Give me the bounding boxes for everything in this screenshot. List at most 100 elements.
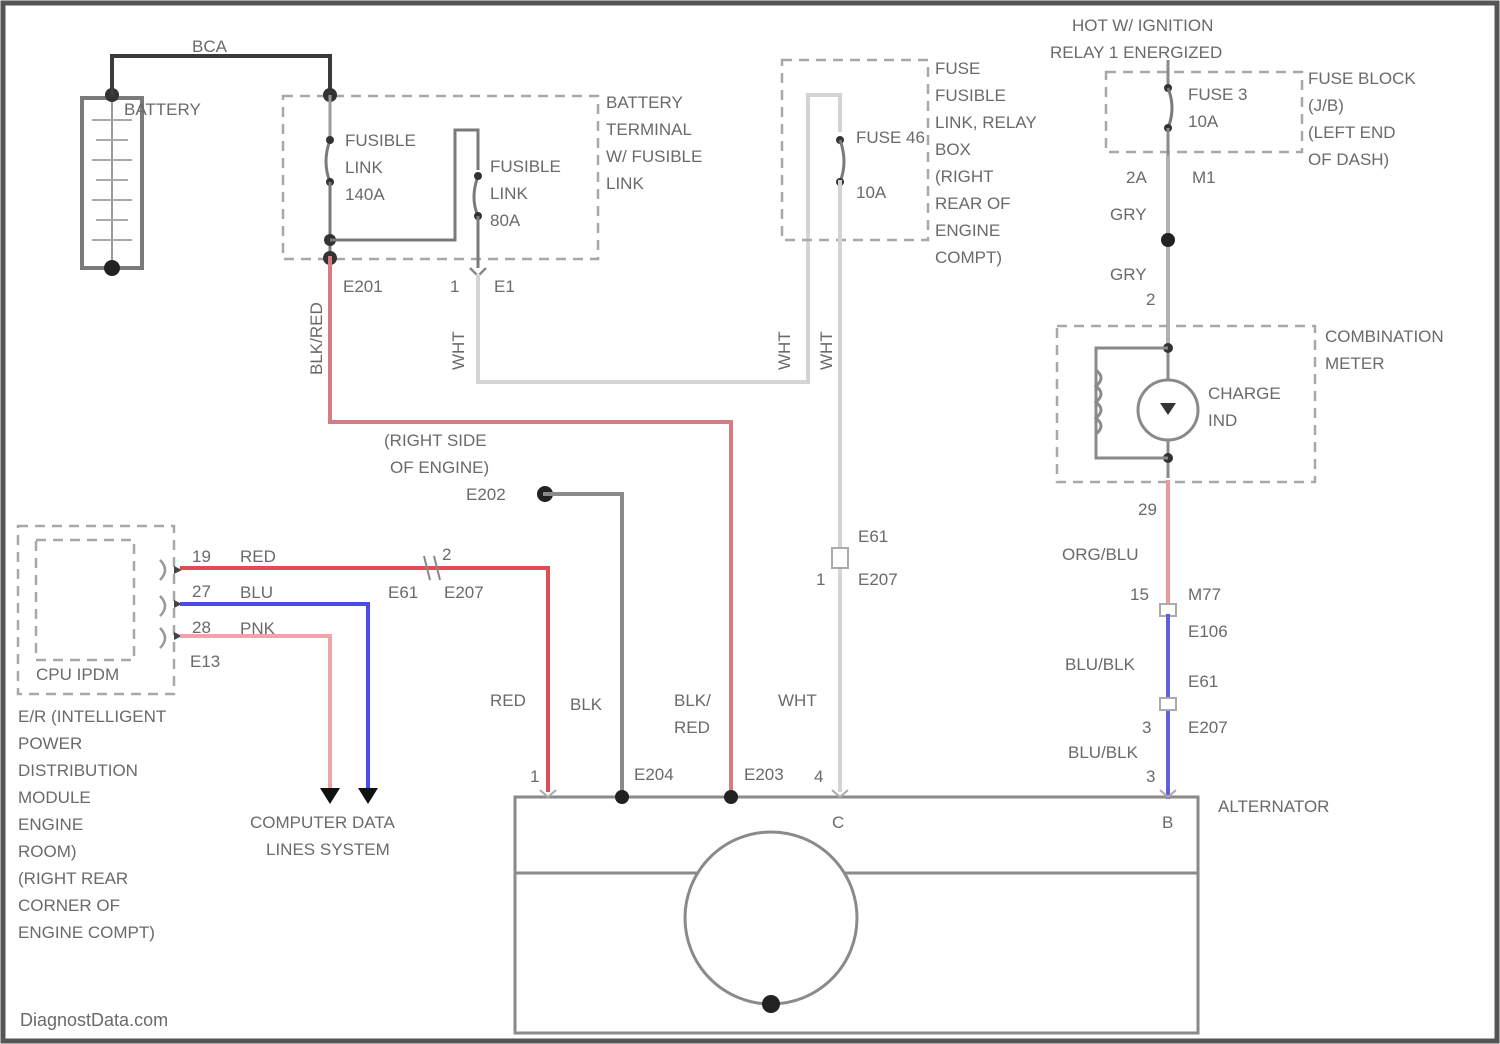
conn-m1: M1 [1192,168,1216,187]
conn-pin29: 29 [1138,500,1157,519]
conn-e61-right: E61 [858,527,888,546]
rse-line1: (RIGHT SIDE [384,431,487,450]
ipdm-desc-5: ENGINE [18,815,83,834]
ipdm-cpu-label: CPU IPDM [36,665,119,684]
connector-e61-right [832,548,848,568]
fblock-line4: OF DASH) [1308,150,1389,169]
conn-e207-lower-num: 3 [1142,718,1151,737]
conn-m77: M77 [1188,585,1221,604]
fl80-line3: 80A [490,211,521,230]
wire-blk-ground [545,494,622,797]
cdl-line1: COMPUTER DATA [250,813,395,832]
conn-pin19: 19 [192,547,211,566]
conn-e201: E201 [343,277,383,296]
conn-e61-left: E61 [388,583,418,602]
wire-label-blublk-2: BLU/BLK [1068,743,1139,762]
alternator-body [515,790,1198,1033]
fblock-line1: FUSE BLOCK [1308,69,1416,88]
charge-indicator-symbol [1096,343,1198,478]
wire-label-gry-upper: GRY [1110,205,1147,224]
alt-pin-b: B [1162,813,1173,832]
fuse46-label: FUSE 46 [856,128,925,147]
rse-line2: OF ENGINE) [390,458,489,477]
bt-line3: W/ FUSIBLE [606,147,702,166]
fusible-link-140a-symbol [323,88,337,265]
wire-label-red-19: RED [240,547,276,566]
ipdm-desc-9: ENGINE COMPT) [18,923,155,942]
wire-red-19 [182,568,548,790]
conn-alt-e204: E204 [634,765,674,784]
watermark: DiagnostData.com [20,1010,168,1030]
ipdm-inner-box [36,540,134,660]
conn-e106: E106 [1188,622,1228,641]
wire-label-blublk-1: BLU/BLK [1065,655,1136,674]
conn-alt-pin4: 4 [814,767,823,786]
wire-blk-red-main [330,258,731,797]
wire-label-wht-alt: WHT [778,691,817,710]
fuse-relay-box [782,60,928,240]
wire-label-wht-right: WHT [817,331,836,370]
hot-ign-line1: HOT W/ IGNITION [1072,16,1213,35]
fl80-line1: FUSIBLE [490,157,561,176]
conn-m77-num: 15 [1130,585,1149,604]
fuse3-rating: 10A [1188,112,1219,131]
conn-e207-lower: E207 [1188,718,1228,737]
fl140-line2: LINK [345,158,383,177]
wire-label-wht-left: WHT [775,331,794,370]
conn-e1-num: 1 [450,277,459,296]
fl140-line3: 140A [345,185,385,204]
hot-ign-line2: RELAY 1 ENERGIZED [1050,43,1222,62]
fblock-line3: (LEFT END [1308,123,1396,142]
conn-pin27: 27 [192,582,211,601]
fuse-3-symbol [1164,60,1172,158]
ipdm-desc-2: POWER [18,734,82,753]
conn-alt-e203: E203 [744,765,784,784]
wire-label-wht-e1: WHT [449,331,468,370]
bt-line2: TERMINAL [606,120,692,139]
conn-alt-pin1: 1 [530,767,539,786]
battery-label: BATTERY [124,100,201,119]
conn-e207-right-num: 1 [816,570,825,589]
ipdm-pins [160,560,182,648]
fblock-line2: (J/B) [1308,96,1344,115]
fuse46-rating: 10A [856,183,887,202]
fl140-line1: FUSIBLE [345,131,416,150]
fl80-line2: LINK [490,184,528,203]
conn-2a: 2A [1126,168,1147,187]
fbox-line5: (RIGHT [935,167,994,186]
ipdm-desc-4: MODULE [18,788,91,807]
charge-line1: CHARGE [1208,384,1281,403]
fbox-line4: BOX [935,140,971,159]
fbox-line2: FUSIBLE [935,86,1006,105]
bt-line4: LINK [606,174,644,193]
fbox-line1: FUSE [935,59,980,78]
fbox-line3: LINK, RELAY [935,113,1037,132]
fbox-line8: COMPT) [935,248,1002,267]
conn-e207-right: E207 [858,570,898,589]
fuse3-label: FUSE 3 [1188,85,1248,104]
alt-pin-c: C [832,813,844,832]
fuse-46-symbol [836,136,844,186]
conn-meter-pin2: 2 [1146,290,1155,309]
wire-label-bca: BCA [192,37,228,56]
conn-e13: E13 [190,652,220,671]
wire-label-orgblu: ORG/BLU [1062,545,1139,564]
wire-label-blkred-alt-2: RED [674,718,710,737]
ipdm-desc-8: CORNER OF [18,896,120,915]
conn-alt-pin3: 3 [1146,767,1155,786]
wire-label-gry-lower: GRY [1110,265,1147,284]
ipdm-desc-7: (RIGHT REAR [18,869,128,888]
ipdm-desc-1: E/R (INTELLIGENT [18,707,166,726]
ipdm-desc-3: DISTRIBUTION [18,761,138,780]
bt-line1: BATTERY [606,93,683,112]
wire-label-blkred-alt-1: BLK/ [674,691,711,710]
wire-label-red-alt: RED [490,691,526,710]
meter-line2: METER [1325,354,1385,373]
cdl-line2: LINES SYSTEM [266,840,390,859]
meter-line1: COMBINATION [1325,327,1444,346]
wire-battery-top [112,56,330,95]
conn-e202: E202 [466,485,506,504]
alternator-label: ALTERNATOR [1218,797,1329,816]
conn-e61-e207-pin: 2 [442,545,451,564]
